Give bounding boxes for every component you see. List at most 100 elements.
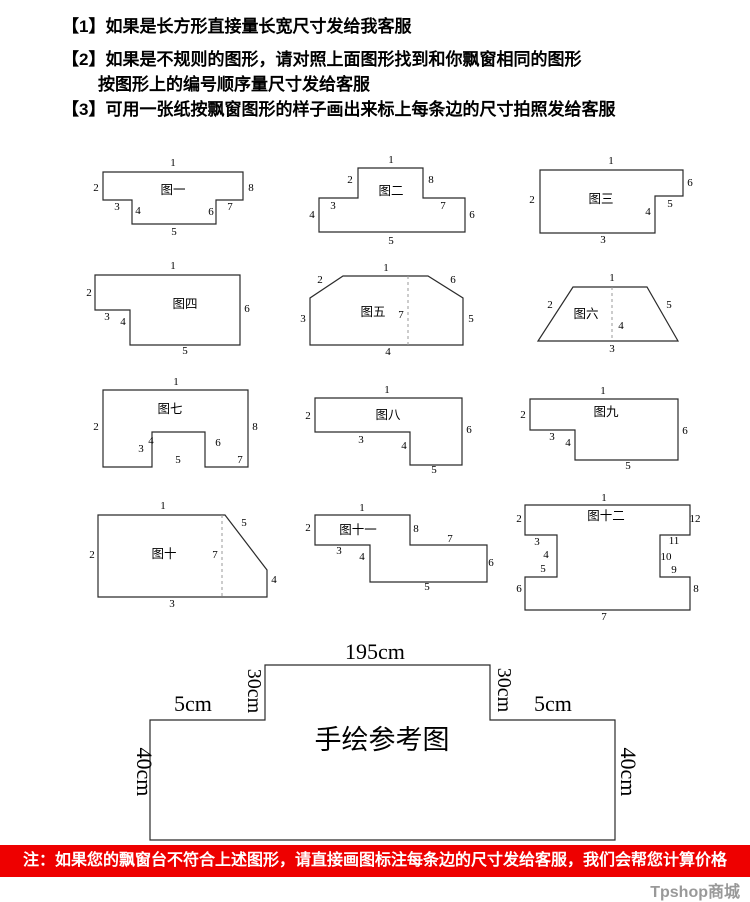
edge-label: 2 [317, 274, 323, 286]
edge-label: 1 [160, 500, 166, 512]
edge-label: 7 [237, 454, 243, 466]
edge-label: 7 [398, 309, 404, 321]
edge-label: 4 [645, 206, 651, 218]
figure-4-label: 图四 [172, 297, 197, 311]
measure-left-height: 40cm [132, 748, 157, 797]
figure-8-label: 图八 [375, 408, 401, 422]
edge-label: 1 [600, 385, 606, 397]
figure-12-outline [524, 504, 691, 611]
edge-label: 4 [565, 437, 571, 449]
edge-label: 5 [388, 235, 394, 247]
edge-label: 3 [330, 200, 336, 212]
edge-label: 4 [359, 551, 365, 563]
measure-left-step: 30cm [243, 669, 265, 714]
edge-label: 2 [520, 409, 526, 421]
diagram-figure-5: 1 2 3 4 5 6 7 图五 [300, 262, 474, 358]
edge-label: 7 [440, 200, 446, 212]
measure-right-step: 30cm [493, 668, 515, 713]
instruction-line-3: 【3】可用一张纸按飘窗图形的样子画出来标上每条边的尺寸拍照发给客服 [62, 100, 616, 119]
edge-label: 4 [618, 320, 624, 332]
edge-label: 8 [413, 523, 419, 535]
edge-label: 5 [540, 563, 546, 575]
figure-3-outline [539, 169, 684, 234]
notice-banner: 注：如果您的飘窗台不符合上述图形，请直接画图标注每条边的尺寸发给客服，我们会帮您… [0, 845, 750, 877]
reference-outline [149, 664, 616, 841]
edge-label: 5 [625, 460, 631, 472]
figure-1-label: 图一 [160, 183, 185, 197]
edge-label: 2 [86, 287, 92, 299]
measure-right-height: 40cm [616, 748, 641, 797]
edge-label: 6 [687, 177, 693, 189]
diagram-figure-9: 1 2 3 4 5 6 图九 [520, 385, 688, 472]
edge-label: 3 [138, 443, 144, 455]
edge-label: 2 [547, 299, 553, 311]
edge-label: 7 [447, 533, 453, 545]
edge-label: 3 [169, 598, 175, 610]
edge-label: 1 [359, 502, 365, 514]
diagram-figure-7: 1 2 3 4 5 6 7 8 图七 [93, 376, 258, 468]
edge-label: 6 [208, 206, 214, 218]
edge-label: 9 [671, 564, 677, 576]
edge-label: 7 [227, 201, 233, 213]
edge-label: 6 [516, 583, 522, 595]
edge-label: 3 [300, 313, 306, 325]
edge-label: 4 [120, 316, 126, 328]
edge-label: 4 [543, 549, 549, 561]
edge-label: 3 [114, 201, 120, 213]
figure-5-label: 图五 [360, 305, 385, 319]
edge-label: 6 [488, 557, 494, 569]
figure-11-label: 图十一 [339, 523, 377, 537]
edge-label: 1 [608, 155, 614, 167]
edge-label: 3 [336, 545, 342, 557]
figure-10-outline [97, 514, 268, 598]
brand-logo-text: Tpshop商城 [650, 884, 740, 901]
edge-label: 1 [170, 260, 176, 272]
figure-2-outline [318, 167, 466, 233]
measure-top-width: 195cm [345, 639, 405, 664]
notice-text: 注：如果您的飘窗台不符合上述图形，请直接画图标注每条边的尺寸发给客服，我们会帮您… [22, 852, 727, 869]
edge-label: 3 [600, 234, 606, 246]
edge-label: 6 [215, 437, 221, 449]
figure-12-label: 图十二 [587, 509, 625, 523]
figure-4-outline [94, 274, 241, 346]
edge-label: 5 [182, 345, 188, 357]
figure-5-outline [309, 275, 464, 346]
edge-label: 6 [469, 209, 475, 221]
figure-6-outline [536, 286, 680, 342]
instruction-line-2-cont: 按图形上的编号顺序量尺寸发给客服 [98, 75, 370, 94]
figure-2-label: 图二 [378, 184, 403, 198]
edge-label: 8 [252, 421, 258, 433]
edge-label: 1 [173, 376, 179, 388]
figure-6-label: 图六 [573, 307, 598, 321]
edge-label: 5 [175, 454, 181, 466]
edge-label: 3 [358, 434, 364, 446]
edge-label: 5 [241, 517, 247, 529]
edge-label: 2 [347, 174, 353, 186]
figure-3-label: 图三 [588, 192, 613, 206]
edge-label: 6 [682, 425, 688, 437]
edge-label: 5 [468, 313, 474, 325]
edge-label: 1 [384, 384, 390, 396]
edge-label: 11 [669, 535, 680, 547]
edge-label: 4 [135, 205, 141, 217]
edge-label: 1 [609, 272, 615, 284]
edge-label: 6 [450, 274, 456, 286]
edge-label: 2 [93, 182, 99, 194]
reference-title: 手绘参考图 [315, 725, 450, 755]
edge-label: 2 [305, 522, 311, 534]
edge-label: 4 [385, 346, 391, 358]
edge-label: 1 [170, 157, 176, 169]
figure-8-outline [314, 397, 463, 466]
figure-7-outline [102, 389, 249, 468]
edge-label: 5 [666, 299, 672, 311]
edge-label: 4 [271, 574, 277, 586]
edge-label: 2 [529, 194, 535, 206]
edge-label: 4 [309, 209, 315, 221]
edge-label: 4 [401, 440, 407, 452]
edge-label: 12 [690, 513, 701, 525]
edge-label: 2 [516, 513, 522, 525]
edge-label: 5 [667, 198, 673, 210]
edge-label: 3 [549, 431, 555, 443]
edge-label: 5 [424, 581, 430, 593]
